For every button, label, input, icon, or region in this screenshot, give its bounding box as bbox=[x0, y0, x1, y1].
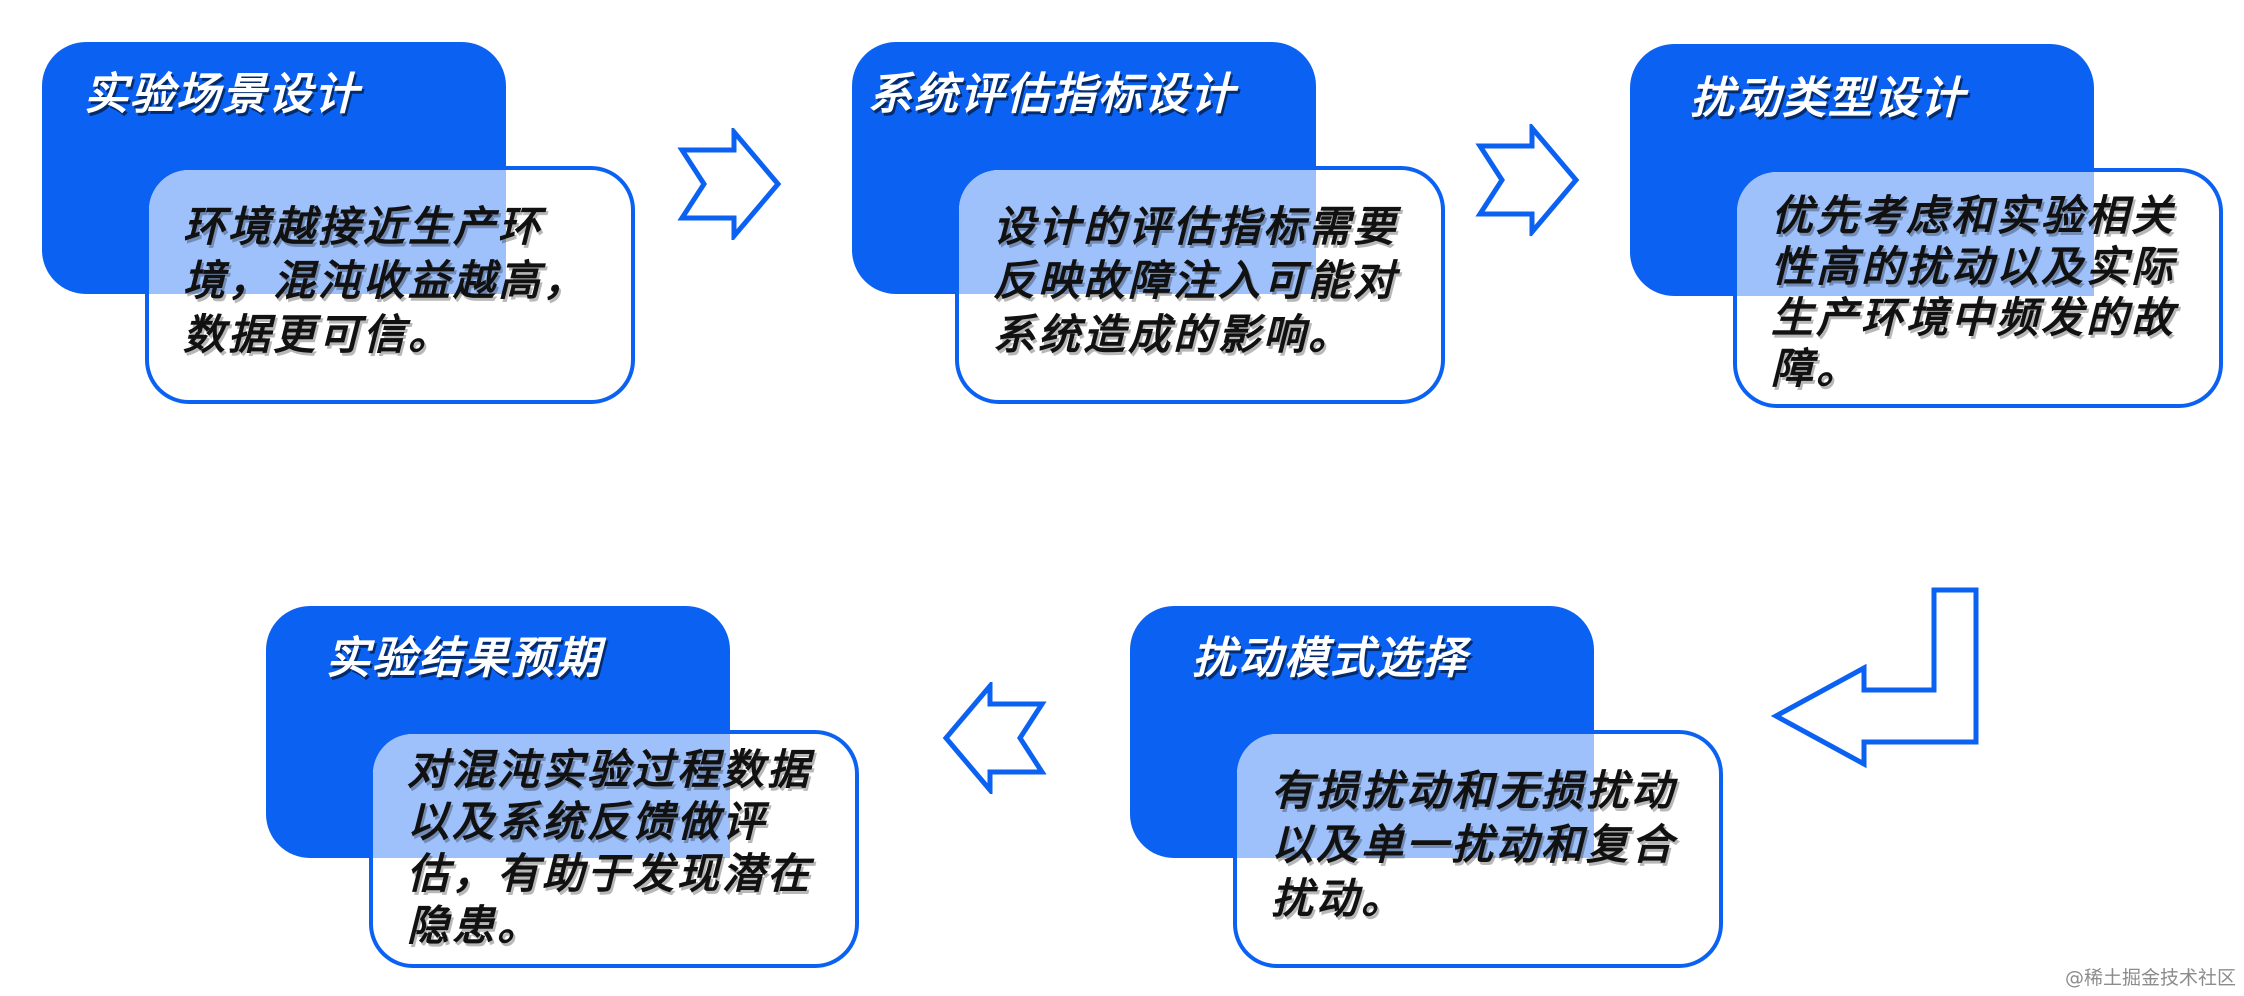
overlap-highlight bbox=[959, 170, 1316, 294]
step-description: 对混沌实验过程数据以及系统反馈做评估，有助于发现潜在隐患。 bbox=[407, 745, 813, 950]
overlap-highlight bbox=[1237, 734, 1594, 858]
step-description: 设计的评估指标需要反映故障注入可能对系统造成的影响。 bbox=[993, 202, 1399, 359]
step-description: 环境越接近生产环境，混沌收益越高，数据更可信。 bbox=[183, 202, 589, 359]
step-description: 优先考虑和实验相关性高的扰动以及实际生产环境中频发的故障。 bbox=[1771, 191, 2177, 393]
step-title: 扰动类型设计 bbox=[1690, 73, 1966, 124]
step-description-box: 优先考虑和实验相关性高的扰动以及实际生产环境中频发的故障。 bbox=[1733, 168, 2223, 408]
overlap-highlight bbox=[1737, 172, 2094, 296]
step-title: 实验场景设计 bbox=[84, 69, 360, 120]
step-title: 系统评估指标设计 bbox=[868, 69, 1236, 120]
turn-down-left-arrow-icon bbox=[1770, 587, 1979, 768]
overlap-highlight bbox=[373, 734, 730, 858]
right-arrow-icon bbox=[677, 128, 782, 240]
left-arrow-icon bbox=[942, 682, 1047, 794]
step-title: 实验结果预期 bbox=[326, 633, 602, 684]
step-description-box: 设计的评估指标需要反映故障注入可能对系统造成的影响。 bbox=[955, 166, 1445, 404]
step-title: 扰动模式选择 bbox=[1192, 633, 1468, 684]
right-arrow-icon bbox=[1475, 124, 1580, 236]
step-description-box: 环境越接近生产环境，混沌收益越高，数据更可信。 bbox=[145, 166, 635, 404]
watermark: @稀土掘金技术社区 bbox=[2064, 967, 2236, 989]
step-description-box: 对混沌实验过程数据以及系统反馈做评估，有助于发现潜在隐患。 bbox=[369, 730, 859, 968]
step-description: 有损扰动和无损扰动以及单一扰动和复合扰动。 bbox=[1271, 766, 1677, 923]
step-description-box: 有损扰动和无损扰动以及单一扰动和复合扰动。 bbox=[1233, 730, 1723, 968]
overlap-highlight bbox=[149, 170, 506, 294]
